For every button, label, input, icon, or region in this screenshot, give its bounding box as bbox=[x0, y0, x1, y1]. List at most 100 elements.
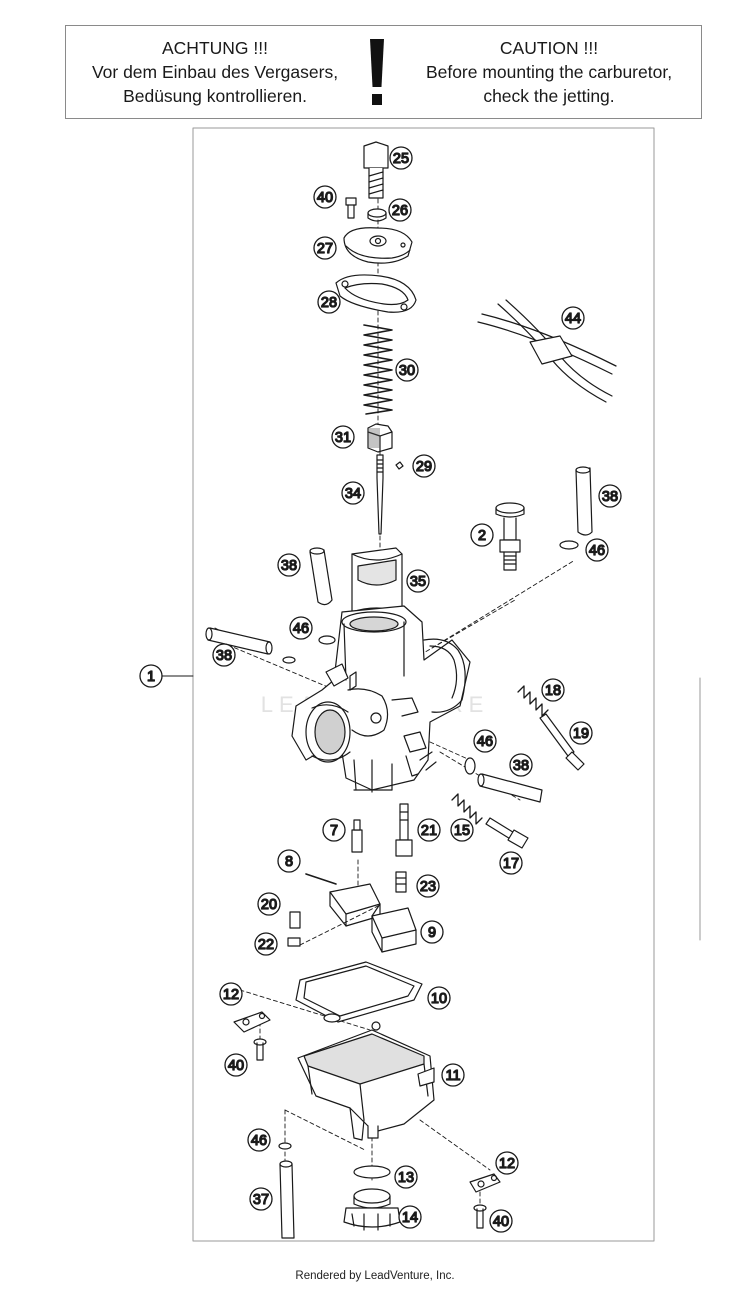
callout-40-right: 40 bbox=[489, 1209, 513, 1233]
svg-text:10: 10 bbox=[431, 991, 447, 1007]
svg-text:18: 18 bbox=[545, 683, 561, 699]
callout-26: 26 bbox=[388, 198, 412, 222]
svg-text:40: 40 bbox=[317, 190, 333, 206]
warning-german: ACHTUNG !!! Vor dem Einbau des Vergasers… bbox=[70, 36, 360, 108]
part-34-jet-needle bbox=[376, 454, 384, 535]
svg-text:25: 25 bbox=[393, 151, 409, 167]
callout-2: 2 bbox=[470, 523, 494, 547]
svg-text:7: 7 bbox=[330, 823, 338, 839]
part-22-valve-seat bbox=[287, 937, 301, 947]
svg-text:22: 22 bbox=[258, 937, 274, 953]
svg-text:29: 29 bbox=[416, 459, 432, 475]
callout-44: 44 bbox=[561, 306, 585, 330]
svg-text:46: 46 bbox=[589, 543, 605, 559]
callout-20: 20 bbox=[257, 892, 281, 916]
part-7-pilot-jet bbox=[351, 819, 363, 853]
warning-english-title: CAUTION !!! bbox=[499, 38, 599, 58]
part-15-spring bbox=[451, 793, 483, 825]
part-25-adjuster-screw bbox=[363, 141, 389, 199]
svg-text:37: 37 bbox=[253, 1192, 269, 1208]
exclamation-icon bbox=[370, 39, 384, 105]
callout-11: 11 bbox=[441, 1063, 465, 1087]
callout-1: 1 bbox=[139, 664, 163, 688]
callout-13: 13 bbox=[394, 1165, 418, 1189]
part-26-nut bbox=[367, 208, 387, 222]
svg-text:38: 38 bbox=[513, 758, 529, 774]
footer-credit: Rendered by LeadVenture, Inc. bbox=[295, 1270, 455, 1282]
part-28-gasket bbox=[335, 274, 417, 313]
callout-18: 18 bbox=[541, 678, 565, 702]
svg-text:34: 34 bbox=[345, 486, 361, 502]
callout-12-right: 12 bbox=[495, 1151, 519, 1175]
part-20-float-valve bbox=[289, 911, 301, 929]
callout-29: 29 bbox=[412, 454, 436, 478]
part-14-drain-plug bbox=[343, 1188, 401, 1231]
svg-text:19: 19 bbox=[573, 726, 589, 742]
diagram-frame bbox=[192, 127, 655, 1242]
part-46-oring-left bbox=[282, 635, 336, 664]
part-8-float-pin bbox=[305, 873, 337, 885]
part-30-spring bbox=[363, 324, 393, 415]
svg-text:20: 20 bbox=[261, 897, 277, 913]
part-19-idle-screw bbox=[539, 713, 585, 771]
warning-english-line2: check the jetting. bbox=[483, 86, 615, 106]
svg-text:28: 28 bbox=[321, 295, 337, 311]
part-18-spring bbox=[517, 685, 549, 717]
callout-38-hose-mid: 38 bbox=[277, 553, 301, 577]
part-31-needle-holder bbox=[367, 423, 393, 453]
callout-46-right: 46 bbox=[585, 538, 609, 562]
svg-text:46: 46 bbox=[251, 1133, 267, 1149]
part-12-bracket-left bbox=[233, 1011, 271, 1033]
callout-38-hose-left: 38 bbox=[212, 643, 236, 667]
svg-text:27: 27 bbox=[317, 241, 333, 257]
svg-text:38: 38 bbox=[602, 489, 618, 505]
callout-25: 25 bbox=[389, 146, 413, 170]
callout-28: 28 bbox=[317, 290, 341, 314]
warning-box: ACHTUNG !!! Vor dem Einbau des Vergasers… bbox=[65, 25, 702, 119]
svg-text:40: 40 bbox=[493, 1214, 509, 1230]
warning-german-line2: Bedüsung kontrollieren. bbox=[123, 86, 307, 106]
svg-text:1: 1 bbox=[147, 669, 155, 685]
part-38-hose-left bbox=[205, 627, 273, 655]
svg-text:12: 12 bbox=[499, 1156, 515, 1172]
svg-text:46: 46 bbox=[293, 621, 309, 637]
warning-german-title: ACHTUNG !!! bbox=[162, 38, 268, 58]
callout-46-left: 46 bbox=[289, 616, 313, 640]
svg-text:13: 13 bbox=[398, 1170, 414, 1186]
warning-english: CAUTION !!! Before mounting the carburet… bbox=[404, 36, 694, 108]
svg-text:40: 40 bbox=[228, 1058, 244, 1074]
callout-35: 35 bbox=[406, 569, 430, 593]
part-11-float-bowl bbox=[297, 1021, 435, 1141]
callout-15: 15 bbox=[450, 818, 474, 842]
callout-38-hose-bottom: 38 bbox=[509, 753, 533, 777]
callout-40-top: 40 bbox=[313, 185, 337, 209]
callout-46-bottom: 46 bbox=[247, 1128, 271, 1152]
part-27-cap bbox=[343, 227, 413, 264]
callout-22: 22 bbox=[254, 932, 278, 956]
svg-text:15: 15 bbox=[454, 823, 470, 839]
part-40-screw-right bbox=[473, 1204, 487, 1229]
callout-37: 37 bbox=[249, 1187, 273, 1211]
callout-9: 9 bbox=[420, 920, 444, 944]
svg-text:9: 9 bbox=[428, 925, 436, 941]
callout-30: 30 bbox=[395, 358, 419, 382]
part-40-screw-left bbox=[253, 1038, 267, 1061]
part-13-oring bbox=[353, 1165, 391, 1179]
callout-27: 27 bbox=[313, 236, 337, 260]
callout-38-hose-right: 38 bbox=[598, 484, 622, 508]
part-38-hose-bottom bbox=[477, 773, 543, 803]
callout-40-left: 40 bbox=[224, 1053, 248, 1077]
part-38-hose-mid bbox=[309, 547, 333, 606]
part-10-float-bowl-gasket bbox=[295, 961, 423, 1023]
svg-text:12: 12 bbox=[223, 987, 239, 1003]
callout-21: 21 bbox=[417, 818, 441, 842]
warning-german-line1: Vor dem Einbau des Vergasers, bbox=[91, 62, 339, 82]
svg-text:26: 26 bbox=[392, 203, 408, 219]
svg-text:17: 17 bbox=[503, 856, 519, 872]
part-12-bracket-right bbox=[469, 1173, 501, 1193]
part-21-needle-jet bbox=[395, 803, 413, 857]
warning-english-line1: Before mounting the carburetor, bbox=[425, 62, 673, 82]
callout-19: 19 bbox=[569, 721, 593, 745]
svg-text:46: 46 bbox=[477, 734, 493, 750]
